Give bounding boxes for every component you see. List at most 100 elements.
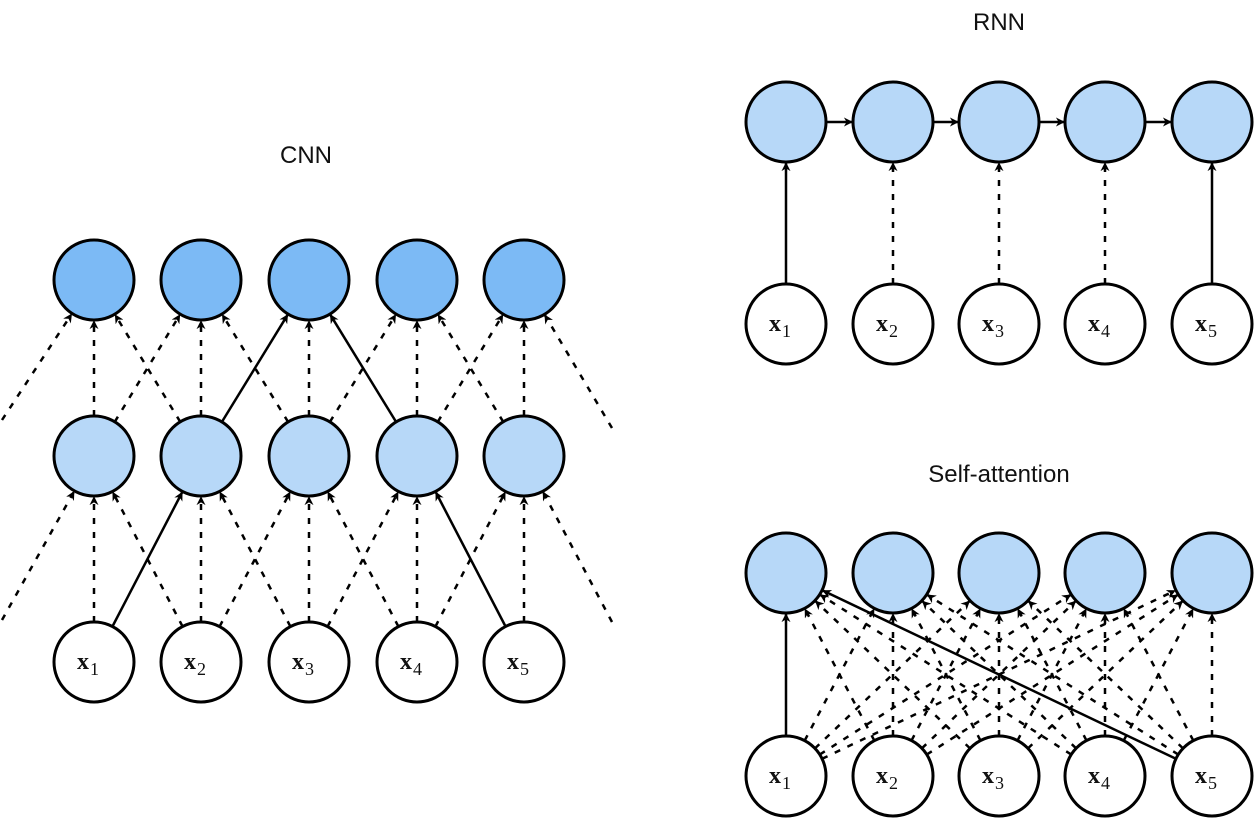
cnn-input-node-2-label: x2 xyxy=(184,649,206,679)
cnn-input-node-5-circle xyxy=(482,620,566,704)
cnn-input-node-1-label: x1 xyxy=(77,649,99,679)
cnn-edge-x3-h2 xyxy=(218,491,292,628)
cnn-output-node-2-circle xyxy=(159,238,243,322)
self-attention-output-node-4-circle xyxy=(1063,531,1147,615)
cnn-input-node-3-circle xyxy=(267,620,351,704)
self-attention-panel: Self-attention x1 x2 x3 x4 x5 xyxy=(744,461,1254,818)
cnn-edge-x3-h4 xyxy=(326,491,400,628)
rnn-input-node-4-label: x4 xyxy=(1088,311,1110,341)
rnn-input-node-4-circle xyxy=(1063,282,1147,366)
rnn-hidden-node-3-circle xyxy=(957,80,1041,164)
self-attention-input-node-2-circle xyxy=(851,734,935,818)
rnn-hidden-node-1-circle xyxy=(744,80,828,164)
rnn-hidden-node-2-circle xyxy=(851,80,935,164)
rnn-input-node-2: x2 xyxy=(851,282,935,366)
rnn-input-node-4: x4 xyxy=(1063,282,1147,366)
self-attention-output-node-2-circle xyxy=(851,531,935,615)
rnn-hidden-node-3 xyxy=(957,80,1041,164)
cnn-hidden-node-1 xyxy=(52,414,136,498)
cnn-hidden-node-1-circle xyxy=(52,414,136,498)
rnn-input-node-3-label: x3 xyxy=(982,311,1004,341)
self-attention-input-node-3-circle xyxy=(957,734,1041,818)
rnn-hidden-node-1 xyxy=(744,80,828,164)
cnn-edge-pad-right-h5 xyxy=(542,491,614,623)
self-attention-output-node-4 xyxy=(1063,531,1147,615)
rnn-title: RNN xyxy=(973,9,1025,36)
cnn-input-node-1-circle xyxy=(52,620,136,704)
cnn-edge-h4-o3 xyxy=(329,314,398,423)
cnn-hidden-node-3 xyxy=(267,414,351,498)
self-attention-edge-x5-o1 xyxy=(822,589,1177,760)
cnn-input-node-5-label: x5 xyxy=(507,649,529,679)
self-attention-edge-x5-o4 xyxy=(1123,608,1195,742)
self-attention-edge-x3-o2 xyxy=(910,608,982,742)
cnn-hidden-node-5 xyxy=(482,414,566,498)
cnn-input-node-5: x5 xyxy=(482,620,566,704)
cnn-hidden-node-2 xyxy=(159,414,243,498)
cnn-input-node-2-circle xyxy=(159,620,243,704)
cnn-edge-pad-left-o1 xyxy=(0,313,73,421)
cnn-input-node-2: x2 xyxy=(159,620,243,704)
cnn-edges xyxy=(0,313,614,628)
cnn-output-node-2 xyxy=(159,238,243,322)
self-attention-input-node-1-label: x1 xyxy=(769,763,791,793)
rnn-hidden-node-4 xyxy=(1063,80,1147,164)
rnn-input-node-5-label: x5 xyxy=(1195,311,1217,341)
cnn-output-node-4 xyxy=(375,238,459,322)
self-attention-output-node-5 xyxy=(1170,531,1254,615)
rnn-input-node-5-circle xyxy=(1170,282,1254,366)
self-attention-nodes: x1 x2 x3 x4 x5 xyxy=(744,531,1254,818)
self-attention-input-node-5-label: x5 xyxy=(1195,763,1217,793)
cnn-hidden-node-5-circle xyxy=(482,414,566,498)
cnn-nodes: x1 x2 x3 x4 x5 xyxy=(52,238,566,704)
self-attention-input-node-1-circle xyxy=(744,734,828,818)
self-attention-output-node-3 xyxy=(957,531,1041,615)
cnn-title: CNN xyxy=(280,142,332,169)
rnn-input-node-1: x1 xyxy=(744,282,828,366)
cnn-input-node-1: x1 xyxy=(52,620,136,704)
cnn-hidden-node-4 xyxy=(375,414,459,498)
cnn-input-node-4-circle xyxy=(375,620,459,704)
cnn-edge-x4-h5 xyxy=(434,491,507,628)
self-attention-edge-x1-o5 xyxy=(821,589,1176,760)
rnn-input-node-2-circle xyxy=(851,282,935,366)
cnn-output-node-1-circle xyxy=(52,238,136,322)
cnn-output-node-3 xyxy=(267,238,351,322)
cnn-output-node-5 xyxy=(482,238,566,322)
cnn-output-node-3-circle xyxy=(267,238,351,322)
cnn-output-node-1 xyxy=(52,238,136,322)
rnn-input-node-3-circle xyxy=(957,282,1041,366)
self-attention-output-node-1 xyxy=(744,531,828,615)
rnn-input-node-2-label: x2 xyxy=(876,311,898,341)
self-attention-input-node-3: x3 xyxy=(957,734,1041,818)
self-attention-edges xyxy=(781,589,1217,760)
self-attention-input-node-4-label: x4 xyxy=(1088,763,1110,793)
cnn-input-node-3: x3 xyxy=(267,620,351,704)
self-attention-output-node-1-circle xyxy=(744,531,828,615)
self-attention-input-node-2-label: x2 xyxy=(876,763,898,793)
rnn-hidden-node-5 xyxy=(1170,80,1254,164)
self-attention-input-node-1: x1 xyxy=(744,734,828,818)
self-attention-title: Self-attention xyxy=(928,461,1069,488)
rnn-input-node-1-circle xyxy=(744,282,828,366)
rnn-input-node-3: x3 xyxy=(957,282,1041,366)
cnn-edge-h2-o3 xyxy=(220,314,289,423)
self-attention-edge-x4-o3 xyxy=(1016,608,1088,742)
self-attention-input-node-2: x2 xyxy=(851,734,935,818)
rnn-hidden-node-4-circle xyxy=(1063,80,1147,164)
rnn-input-node-5: x5 xyxy=(1170,282,1254,366)
cnn-edge-pad-left-h1 xyxy=(0,490,76,621)
self-attention-input-node-3-label: x3 xyxy=(982,763,1004,793)
self-attention-input-node-4-circle xyxy=(1063,734,1147,818)
cnn-hidden-node-4-circle xyxy=(375,414,459,498)
cnn-output-node-4-circle xyxy=(375,238,459,322)
rnn-hidden-node-5-circle xyxy=(1170,80,1254,164)
rnn-input-node-1-label: x1 xyxy=(769,311,791,341)
self-attention-input-node-4: x4 xyxy=(1063,734,1147,818)
rnn-edges xyxy=(781,117,1217,284)
cnn-input-node-4: x4 xyxy=(375,620,459,704)
cnn-input-node-4-label: x4 xyxy=(400,649,422,679)
cnn-edge-pad-right-o5 xyxy=(543,314,614,429)
self-attention-output-node-5-circle xyxy=(1170,531,1254,615)
